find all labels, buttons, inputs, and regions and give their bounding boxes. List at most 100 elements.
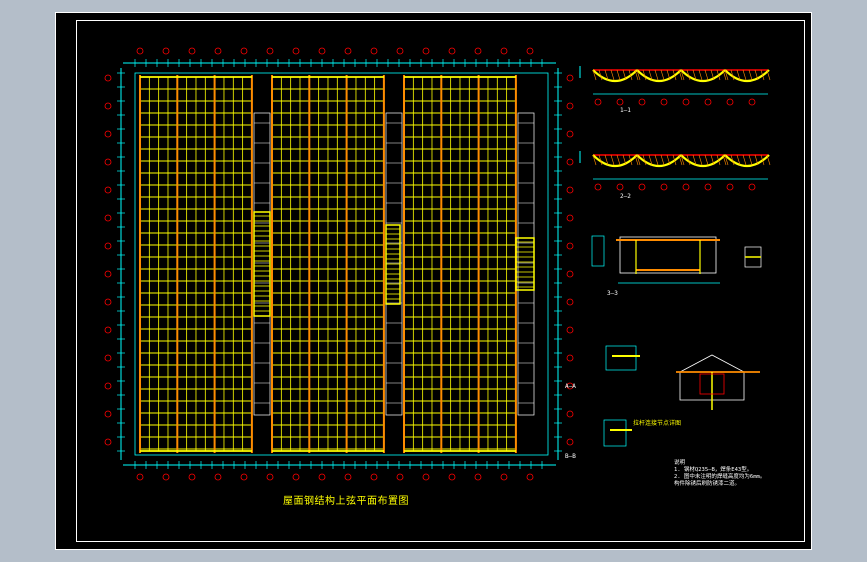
axis-bubble [136, 473, 144, 481]
web-member [704, 69, 709, 81]
axis-bubble [344, 47, 352, 55]
web-member [598, 69, 603, 81]
node-stiffener [699, 373, 725, 395]
axis-bubble [726, 98, 734, 106]
axis-bubble [748, 98, 756, 106]
web-member [710, 69, 715, 81]
axis-bubble [566, 158, 574, 166]
web-member [678, 69, 683, 81]
axis-bubble [104, 410, 112, 418]
axis-bubble [292, 47, 300, 55]
arch-member [724, 154, 770, 168]
section-3-3-frame [591, 235, 762, 284]
axis-bubble [474, 473, 482, 481]
access-ladder [385, 224, 401, 305]
section-label-1-1: 1—1 [620, 107, 631, 114]
axis-bubble [566, 298, 574, 306]
axis-bubble [396, 473, 404, 481]
axis-bubble [526, 47, 534, 55]
web-member [654, 154, 659, 166]
axis-bubble [188, 47, 196, 55]
web-member [766, 154, 771, 166]
connection-details [603, 345, 760, 447]
axis-bubble [162, 473, 170, 481]
web-member [604, 69, 609, 81]
web-member [678, 154, 683, 166]
axis-bubble [292, 473, 300, 481]
web-member [754, 154, 759, 166]
frame-outline [619, 236, 717, 274]
web-member [704, 154, 709, 166]
axis-bubble [638, 98, 646, 106]
web-member [724, 69, 729, 81]
axis-bubble [104, 186, 112, 194]
web-member [636, 69, 641, 81]
web-member [692, 154, 697, 166]
axis-bubble [104, 270, 112, 278]
web-member [616, 154, 621, 166]
web-member [766, 69, 771, 81]
web-member [748, 154, 753, 166]
web-member [716, 69, 721, 81]
axis-bubble [704, 98, 712, 106]
web-member [680, 154, 685, 166]
web-member [622, 154, 627, 166]
detail-b-outline [603, 419, 627, 447]
axis-bubble [474, 47, 482, 55]
axis-bubble [104, 102, 112, 110]
web-member [680, 69, 685, 81]
axis-bubble [188, 473, 196, 481]
web-member [610, 154, 615, 166]
web-member [592, 69, 597, 81]
web-member [634, 154, 639, 166]
roof-plan [104, 47, 574, 481]
note-line: 2. 图中未注明的焊缝高度均为6mm。 [674, 474, 766, 480]
axis-bubble [104, 214, 112, 222]
web-member [666, 154, 671, 166]
web-member [592, 154, 597, 166]
axis-bubble [370, 473, 378, 481]
web-member [628, 154, 633, 166]
axis-bubble [104, 438, 112, 446]
web-member [666, 69, 671, 81]
axis-bubble [682, 183, 690, 191]
web-member [760, 69, 765, 81]
axis-bubble [104, 298, 112, 306]
axis-bubble [104, 326, 112, 334]
detail-views [579, 66, 771, 447]
web-member [604, 154, 609, 166]
axis-bubble [526, 473, 534, 481]
axis-bubble [566, 410, 574, 418]
axis-bubble [422, 473, 430, 481]
web-member [716, 154, 721, 166]
axis-bubble [370, 47, 378, 55]
web-member [648, 69, 653, 81]
axis-bubble [448, 473, 456, 481]
web-member [742, 154, 747, 166]
web-member [754, 69, 759, 81]
section-1-1-truss [579, 66, 771, 106]
general-notes: 说明 1. 钢材Q235—B，焊条E43型。 2. 图中未注明的焊缝高度均为6m… [674, 460, 765, 488]
plan-border [134, 72, 549, 456]
axis-bubble [240, 473, 248, 481]
main-drawing-title: 屋面钢结构上弦平面布置图 [283, 496, 409, 507]
axis-bubble [500, 47, 508, 55]
web-member [598, 154, 603, 166]
web-member [622, 69, 627, 81]
access-ladder [253, 211, 271, 317]
axis-bubble [266, 473, 274, 481]
arch-member [680, 154, 726, 168]
axis-bubble [104, 158, 112, 166]
axis-bubble [214, 473, 222, 481]
web-member [686, 154, 691, 166]
web-member [698, 154, 703, 166]
axis-bubble [500, 473, 508, 481]
axis-bubble [318, 47, 326, 55]
axis-bubble [566, 130, 574, 138]
section-2-2-truss [579, 151, 771, 191]
detail-a-outline [605, 345, 637, 371]
axis-bubble [660, 183, 668, 191]
web-member [698, 69, 703, 81]
side-detail [591, 235, 605, 267]
web-member [692, 69, 697, 81]
